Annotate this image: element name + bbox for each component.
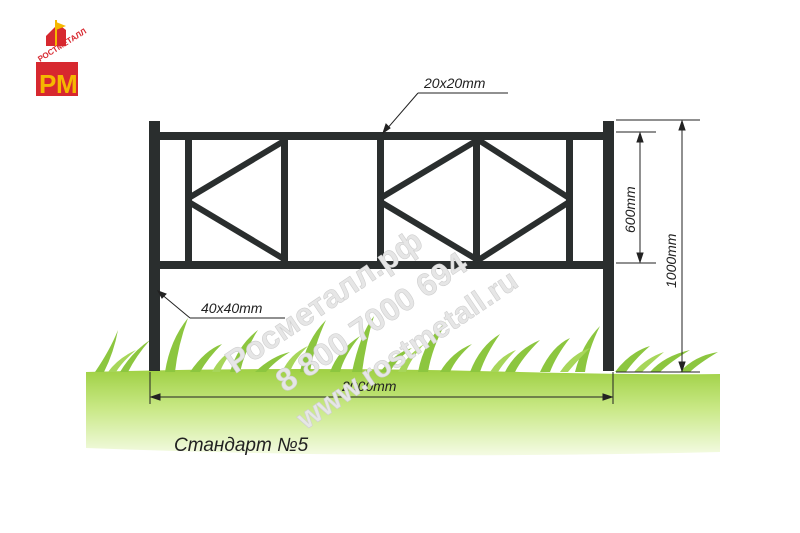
diagonal-6: [475, 199, 571, 264]
logo-letters: РМ: [39, 69, 78, 99]
arrow-top: [636, 131, 644, 143]
diagonal-4: [379, 199, 481, 264]
dim-panel-height-label: 600mm: [622, 186, 638, 233]
grass-blades: [95, 316, 718, 372]
dim-panel-height: [616, 131, 656, 264]
dim-total-height: [616, 119, 700, 373]
arrow-left: [149, 393, 161, 401]
fence: [149, 121, 614, 371]
arrow-bottom: [636, 252, 644, 264]
dim-total-height-label: 1000mm: [663, 233, 679, 288]
upright-5: [566, 140, 573, 261]
bottom-rail: [155, 261, 608, 269]
diagonal-1: [187, 136, 289, 201]
leader-line: [385, 92, 419, 131]
company-logo: РОСТМЕТАЛЛ РМ: [36, 20, 88, 99]
arrow-right: [602, 393, 614, 401]
fence-diagonals: [187, 136, 571, 264]
diagonal-3: [379, 136, 481, 201]
model-caption: Стандарт №5: [174, 435, 309, 456]
diagonal-2: [187, 199, 289, 264]
diagonal-5: [475, 136, 571, 201]
upright-1: [185, 140, 192, 261]
arrow-bottom: [678, 361, 686, 373]
dim-top-rail-label: 20x20mm: [423, 75, 486, 91]
left-post: [149, 121, 160, 371]
upright-3: [377, 140, 384, 261]
right-post: [603, 121, 614, 371]
leader-arrow: [382, 123, 391, 135]
leader-line: [159, 292, 191, 319]
arrow-top: [678, 119, 686, 131]
top-rail: [155, 132, 608, 140]
dim-top-rail: [382, 92, 508, 135]
leader-arrow: [156, 290, 167, 299]
upright-2: [281, 140, 288, 261]
ground-strip: [86, 369, 720, 456]
upright-4: [473, 140, 480, 261]
dim-width-label: 2000mm: [341, 378, 397, 394]
dim-post-label: 40x40mm: [201, 300, 263, 316]
grass-blades-light: [108, 344, 664, 372]
logo-flag-icon: [56, 22, 66, 30]
dim-post: [156, 290, 285, 319]
dim-width: [149, 372, 614, 404]
grass-ground: [86, 316, 720, 456]
logo-red-block: [36, 62, 78, 96]
